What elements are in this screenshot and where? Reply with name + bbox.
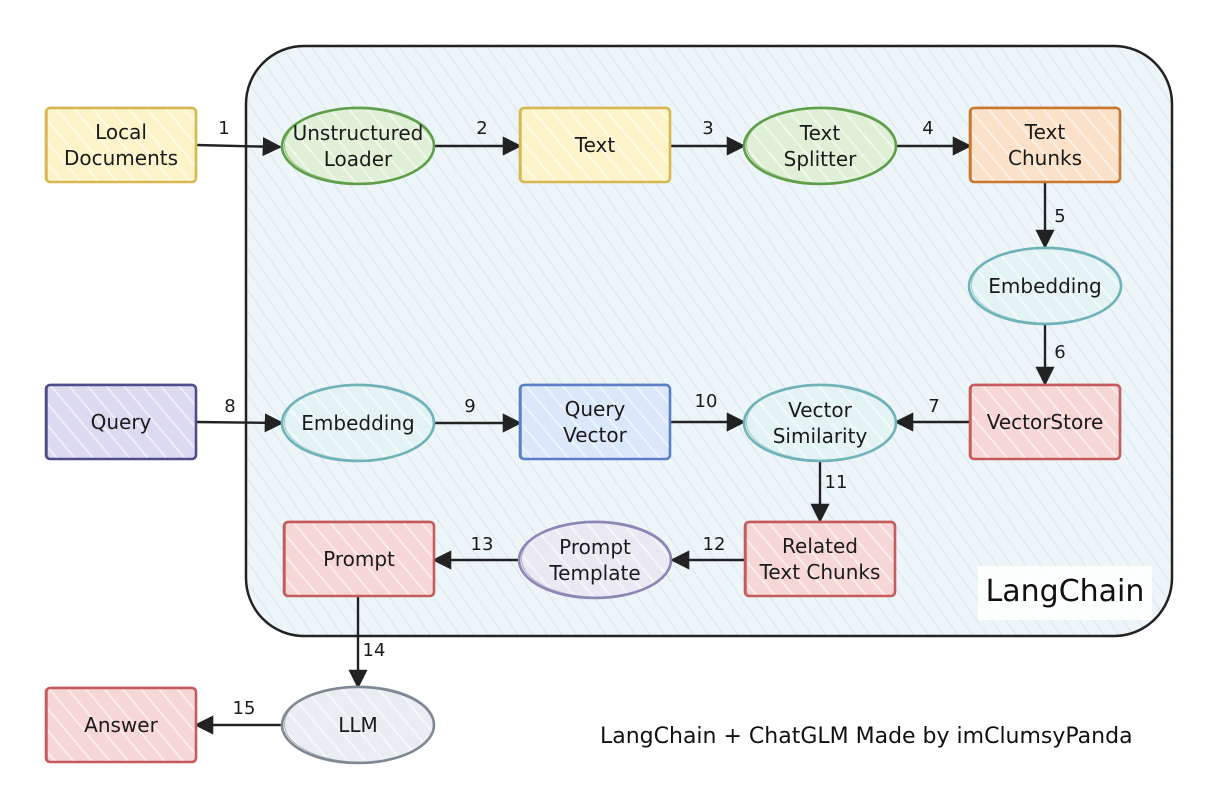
node-vectorstore-sketch — [971, 383, 1120, 460]
edge-label-13: 13 — [471, 534, 494, 555]
node-llm-sketch — [284, 685, 435, 763]
node-embedding-docs-label-line-1: Embedding — [988, 274, 1101, 298]
node-unstructured-loader-sketch — [284, 106, 435, 184]
langchain-region-hatch — [246, 46, 1172, 636]
node-unstructured-loader-label-line-1: Unstructured — [293, 121, 424, 145]
node-prompt-template-label-line-2: Template — [548, 561, 640, 585]
node-text-chunks-label-line-1: Text — [1024, 120, 1066, 144]
node-query-vector-hatch — [520, 385, 670, 459]
edge-label-7: 7 — [928, 396, 939, 417]
node-related-text-chunks-label-line-1: Related — [782, 534, 858, 558]
node-text-sketch — [521, 106, 670, 183]
node-text: Text — [518, 106, 672, 184]
node-embedding-query-hatch — [282, 385, 434, 461]
node-embedding-docs: Embedding — [967, 246, 1123, 326]
node-text-label-line-1: Text — [574, 133, 616, 157]
credit-text: LangChain + ChatGLM Made by imClumsyPand… — [600, 724, 1133, 749]
node-local-documents-sketch — [47, 106, 196, 183]
langchain-region-border — [244, 44, 1174, 638]
edge-label-12: 12 — [703, 534, 726, 555]
node-text-chunks-sketch — [971, 106, 1120, 183]
node-vectorstore-label-line-1: VectorStore — [987, 410, 1104, 434]
node-text-splitter-hatch — [744, 108, 896, 184]
node-prompt-hatch — [284, 522, 434, 596]
edge-label-4: 4 — [922, 118, 933, 139]
node-prompt: Prompt — [282, 520, 436, 598]
edge-local-documents-to-unstructured-loader — [195, 136, 282, 157]
node-embedding-query: Embedding — [280, 383, 436, 463]
edge-label-15: 15 — [233, 698, 256, 719]
node-query-hatch — [46, 385, 196, 459]
node-local-documents-label-line-1: Local — [95, 120, 147, 144]
node-vector-similarity-hatch — [744, 385, 896, 461]
node-vector-similarity-sketch — [746, 383, 897, 461]
node-local-documents-hatch — [46, 108, 196, 182]
node-embedding-docs-hatch — [969, 248, 1121, 324]
node-text-hatch — [520, 108, 670, 182]
edge-label-11: 11 — [825, 472, 848, 493]
edge-query-to-embedding-query — [195, 413, 284, 433]
node-answer: Answer — [44, 686, 198, 764]
node-query-label-line-1: Query — [91, 410, 152, 434]
node-vectorstore: VectorStore — [968, 383, 1122, 461]
node-query-vector-label-line-1: Query — [565, 397, 626, 421]
node-vectorstore-hatch — [970, 385, 1120, 459]
edge-label-9: 9 — [464, 396, 475, 417]
node-text-splitter-label-line-1: Text — [799, 121, 841, 145]
node-answer-sketch — [47, 686, 196, 763]
node-query: Query — [44, 383, 198, 461]
edge-label-1: 1 — [218, 118, 229, 139]
node-unstructured-loader-label-line-2: Loader — [324, 147, 393, 171]
node-prompt-sketch — [285, 520, 434, 597]
node-prompt-template-label-line-1: Prompt — [559, 535, 631, 559]
node-vector-similarity-label-line-2: Similarity — [773, 424, 868, 448]
node-embedding-query-sketch — [284, 383, 435, 461]
node-answer-label-line-1: Answer — [84, 713, 158, 737]
region-title: LangChain — [986, 574, 1145, 609]
node-prompt-template-sketch — [521, 520, 672, 598]
node-prompt-label-line-1: Prompt — [323, 547, 395, 571]
node-prompt-template-hatch — [519, 522, 671, 598]
region-title-backdrop — [978, 566, 1152, 620]
node-related-text-chunks-sketch — [746, 520, 895, 597]
node-related-text-chunks-hatch — [745, 522, 895, 596]
node-query-vector-label-line-2: Vector — [563, 423, 628, 447]
edge-label-5: 5 — [1054, 206, 1065, 227]
node-text-splitter-label-line-2: Splitter — [784, 147, 857, 171]
node-local-documents-label-line-2: Documents — [64, 146, 178, 170]
node-llm-hatch — [282, 687, 434, 763]
node-text-splitter-sketch — [746, 106, 897, 184]
edge-label-3: 3 — [702, 118, 713, 139]
node-llm-label-line-1: LLM — [338, 713, 378, 737]
node-embedding-docs-sketch — [971, 246, 1122, 324]
node-text-chunks-hatch — [970, 108, 1120, 182]
node-unstructured-loader-hatch — [282, 108, 434, 184]
node-llm: LLM — [280, 685, 436, 765]
edge-label-10: 10 — [695, 391, 718, 412]
langchain-region: LangChain — [244, 44, 1174, 638]
node-query-vector-sketch — [521, 383, 670, 460]
node-answer-hatch — [46, 688, 196, 762]
node-related-text-chunks-label-line-2: Text Chunks — [759, 560, 881, 584]
node-query-sketch — [47, 383, 196, 460]
edge-label-2: 2 — [476, 118, 487, 139]
edge-label-14: 14 — [363, 640, 386, 661]
node-text-chunks-label-line-2: Chunks — [1008, 146, 1082, 170]
node-vector-similarity-label-line-1: Vector — [788, 398, 853, 422]
node-embedding-query-label-line-1: Embedding — [301, 411, 414, 435]
edge-label-8: 8 — [224, 396, 235, 417]
edge-label-6: 6 — [1054, 342, 1065, 363]
